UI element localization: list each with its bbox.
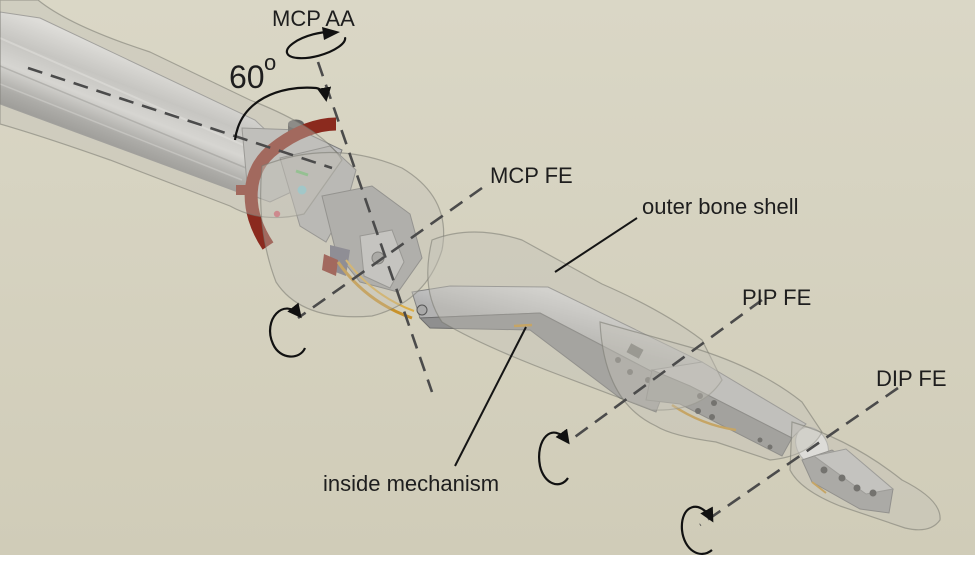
proximal-slot <box>626 343 644 359</box>
hole <box>615 357 621 363</box>
hole <box>709 414 715 420</box>
red-bracket <box>244 117 337 250</box>
mcp-aa-arrowhead-icon <box>322 27 340 40</box>
bottom-edge <box>0 555 975 561</box>
forearm-axis <box>27 66 333 170</box>
dip-fe-rotation-arrow <box>680 505 714 555</box>
middle-phalanx-side <box>645 369 793 457</box>
hole <box>820 466 828 474</box>
rotation-arrows <box>233 27 714 555</box>
dip-fe-label: DIP FE <box>876 366 947 391</box>
red-bracket-clip <box>236 185 249 195</box>
mcp-aa-rotation-arrow <box>285 30 347 60</box>
pip-fe-axis <box>567 298 763 444</box>
hole <box>767 444 773 450</box>
proximal-pin <box>416 304 428 316</box>
labels: MCP AA 60 o MCP FE outer bone shell PIP … <box>229 6 947 496</box>
forearm-tube-stripe <box>0 83 243 181</box>
dip-fe-axis <box>699 386 899 527</box>
green-marker <box>295 169 309 177</box>
hole <box>711 400 717 406</box>
joint-axes <box>27 61 899 527</box>
hole <box>838 474 846 482</box>
pip-fe-rotation-arrow <box>538 428 570 486</box>
distal-phalanx-top <box>812 448 895 495</box>
red-bracket-tab <box>322 254 338 276</box>
inside-mechanism-leader <box>454 326 527 467</box>
angle-arc-arrow <box>233 86 332 141</box>
proximal-shell <box>427 231 723 411</box>
hole <box>869 489 877 497</box>
hole <box>853 484 861 492</box>
outer-bone-shell <box>0 0 941 531</box>
red-marker <box>273 210 281 218</box>
mcp-fe-axis <box>297 186 483 320</box>
cyan-marker <box>297 185 307 195</box>
tendon-wire <box>513 323 533 328</box>
angle-value-label: 60 <box>229 59 265 95</box>
forearm-tube-stripe <box>0 65 247 169</box>
angle-degree-mark: o <box>264 50 276 75</box>
mcp-fe-label: MCP FE <box>490 163 573 188</box>
tendon-wire <box>811 481 827 494</box>
tendon-wire <box>336 261 413 320</box>
hole <box>627 369 633 375</box>
hole <box>757 437 763 443</box>
hole <box>695 408 701 414</box>
inside-mechanism-parts <box>0 11 895 514</box>
mcp-aa-axis <box>316 61 434 393</box>
outer-bone-shell-label: outer bone shell <box>642 194 799 219</box>
tendon-wire <box>345 259 415 312</box>
forearm-shell <box>0 0 343 219</box>
inside-mechanism-label: inside mechanism <box>323 471 499 496</box>
distal-shell <box>789 421 941 531</box>
hole <box>697 393 703 399</box>
mcp-shell <box>260 151 445 318</box>
mcp-aa-label: MCP AA <box>272 6 355 31</box>
pip-fe-label: PIP FE <box>742 285 811 310</box>
mcp-fe-rotation-arrow <box>268 302 307 358</box>
outer-bone-shell-leader <box>554 217 638 273</box>
forearm-tube-stripe <box>0 37 251 149</box>
